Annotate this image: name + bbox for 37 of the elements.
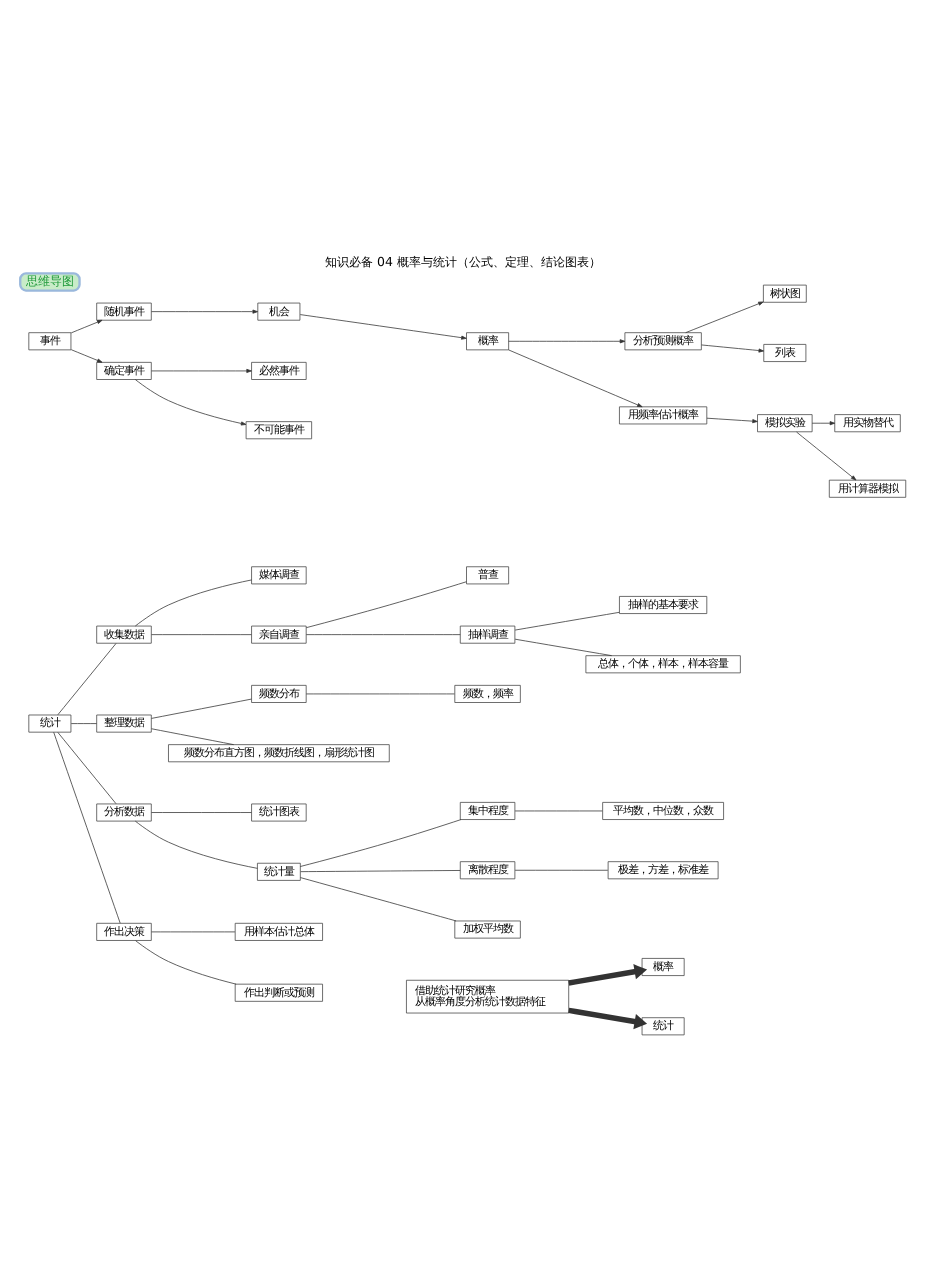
connector (151, 931, 236, 933)
arrow (508, 349, 643, 408)
arrow (70, 349, 103, 363)
arrow (151, 368, 252, 373)
connector (514, 869, 609, 871)
arrow (508, 339, 626, 344)
connector (514, 611, 620, 631)
arrow (796, 431, 857, 481)
arrow (568, 964, 648, 986)
connector (57, 732, 117, 805)
connector (151, 634, 252, 636)
connector (305, 581, 467, 629)
connector (514, 810, 603, 812)
arrow (568, 1007, 648, 1030)
connector (300, 877, 457, 922)
arrow (811, 421, 836, 426)
arrow (134, 379, 247, 426)
connector (300, 870, 461, 873)
connector (134, 579, 252, 627)
arrow (299, 314, 467, 340)
connector (57, 643, 117, 716)
arrow (685, 301, 764, 334)
connector (305, 693, 455, 695)
arrow (706, 417, 758, 424)
connector (70, 723, 97, 724)
arrow (701, 344, 764, 353)
connector (53, 731, 121, 924)
connector (151, 698, 252, 719)
connector (151, 812, 252, 813)
arrow (151, 309, 258, 314)
connector (305, 634, 461, 636)
connector (514, 638, 613, 657)
arrow (70, 319, 103, 334)
connector (134, 820, 258, 869)
connector (151, 728, 235, 746)
connector (299, 819, 462, 867)
connector (135, 940, 237, 985)
